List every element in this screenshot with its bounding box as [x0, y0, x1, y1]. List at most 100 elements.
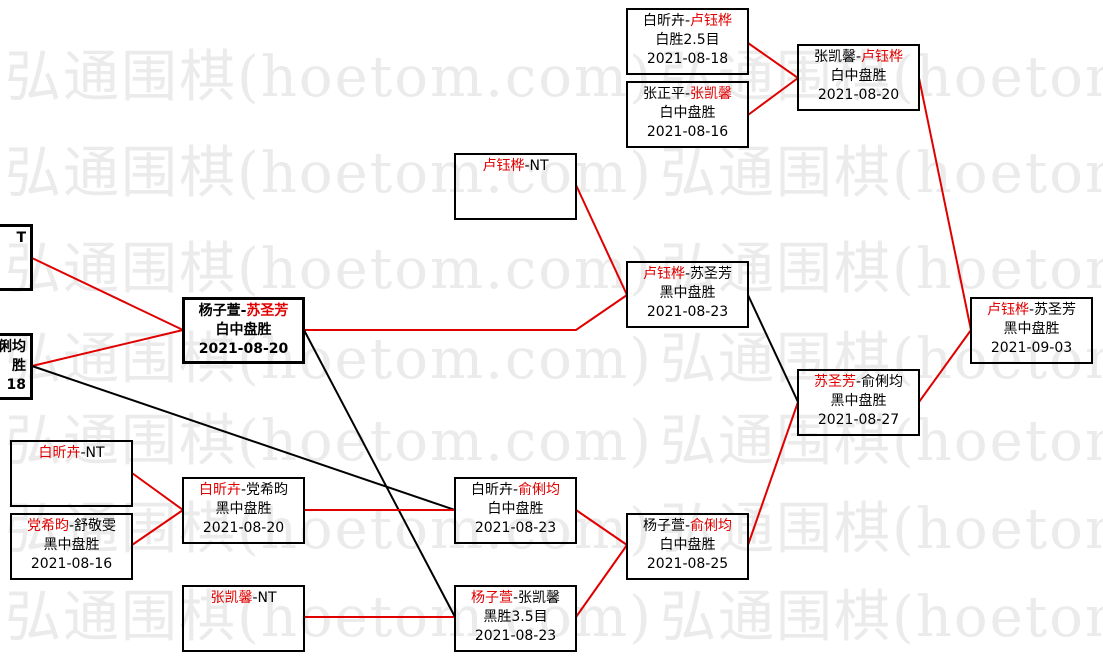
match-players: 杨子萱-张凯馨 — [456, 589, 575, 608]
connector-line — [747, 401, 799, 546]
player-two: 张凯馨 — [518, 590, 561, 606]
match-players: 俐均 — [0, 338, 26, 357]
player-separator: - — [252, 590, 258, 606]
player-one: 卢钰桦 — [642, 266, 685, 282]
match-box[interactable]: 白昕卉-党希昀 黑中盘胜 2021-08-20 — [182, 477, 305, 544]
player-separator: - — [240, 303, 247, 319]
player-one: 白昕卉 — [470, 482, 513, 498]
player-one: 卢钰桦 — [986, 302, 1029, 318]
connector-line — [131, 509, 184, 546]
match-result: 黑中盘胜 — [215, 501, 272, 517]
match-date: 18 — [6, 377, 26, 393]
match-box[interactable]: 卢钰桦-苏圣芳 黑中盘胜 2021-09-03 — [970, 297, 1093, 364]
match-players: 苏圣芳-俞俐均 — [799, 373, 918, 392]
match-players: 卢钰桦-NT — [456, 157, 575, 176]
match-result: 白中盘胜 — [487, 501, 544, 517]
match-box[interactable]: 杨子萱-俞俐均 白中盘胜 2021-08-25 — [626, 513, 749, 580]
connector-line — [31, 365, 456, 511]
match-date: 2021-08-16 — [30, 556, 113, 572]
player-two: T — [16, 230, 26, 246]
match-box[interactable]: T — [0, 224, 33, 291]
player-separator: - — [68, 518, 75, 534]
match-result: 白中盘胜 — [215, 322, 272, 338]
match-result: 黑中盘胜 — [659, 285, 716, 301]
match-date: 2021-08-20 — [817, 87, 900, 103]
watermark-text: 弘通围棋(hoetom.com) — [5, 327, 653, 392]
match-date: 2021-08-20 — [198, 341, 289, 357]
connector-line — [747, 294, 799, 403]
watermark-text: 弘通围棋(hoetom.com) — [660, 585, 1103, 650]
player-two: 卢钰桦 — [690, 13, 733, 29]
connector-line — [747, 77, 799, 116]
match-box[interactable]: 白昕卉-俞俐均 白中盘胜 2021-08-23 — [454, 477, 577, 544]
match-date: 2021-08-23 — [474, 628, 557, 644]
player-separator: - — [684, 86, 691, 102]
match-players: 白昕卉-卢钰桦 — [628, 12, 747, 31]
match-date: 2021-08-23 — [474, 520, 557, 536]
match-date: 2021-08-18 — [646, 51, 729, 67]
match-box[interactable]: 杨子萱-苏圣芳 白中盘胜 2021-08-20 — [182, 297, 305, 364]
player-separator: - — [512, 590, 519, 606]
match-result: 白中盘胜 — [659, 537, 716, 553]
player-two: 俐均 — [0, 339, 26, 355]
match-result: 胜 — [12, 358, 26, 374]
match-date: 2021-08-16 — [646, 124, 729, 140]
match-result: 白中盘胜 — [830, 68, 887, 84]
match-players: 白昕卉-俞俐均 — [456, 481, 575, 500]
player-separator: - — [1028, 302, 1035, 318]
match-box[interactable]: 苏圣芳-俞俐均 黑中盘胜 2021-08-27 — [797, 369, 920, 436]
player-separator: - — [524, 158, 530, 174]
player-separator: - — [240, 482, 247, 498]
player-two: NT — [85, 445, 105, 461]
watermark-text: 弘通围棋(hoetom.com) — [660, 409, 1103, 474]
player-one: 苏圣芳 — [813, 374, 856, 390]
player-two: NT — [529, 158, 549, 174]
match-box[interactable]: 白昕卉-NT — [10, 440, 133, 507]
player-one: 党希昀 — [26, 518, 69, 534]
match-players: 张凯馨-卢钰桦 — [799, 48, 918, 67]
match-box[interactable]: 卢钰桦-苏圣芳 黑中盘胜 2021-08-23 — [626, 261, 749, 328]
match-box[interactable]: 杨子萱-张凯馨 黑胜3.5目 2021-08-23 — [454, 585, 577, 652]
player-separator: - — [684, 518, 691, 534]
match-result: 黑中盘胜 — [830, 393, 887, 409]
player-separator: - — [512, 482, 519, 498]
player-two: 俞俐均 — [690, 518, 733, 534]
connector-line — [918, 329, 972, 403]
connector-line — [575, 509, 628, 546]
watermark-text: 弘通围棋(hoetom.com) — [660, 141, 1103, 206]
match-box[interactable]: 卢钰桦-NT — [454, 153, 577, 220]
connector-line — [304, 294, 628, 331]
player-two: 张凯馨 — [690, 86, 733, 102]
match-date: 2021-08-23 — [646, 304, 729, 320]
match-result: 黑中盘胜 — [43, 537, 100, 553]
player-separator: - — [855, 374, 862, 390]
match-box[interactable]: 张凯馨-NT — [182, 585, 305, 652]
player-two: 舒敬雯 — [74, 518, 117, 534]
match-box[interactable]: 白昕卉-卢钰桦 白胜2.5目 2021-08-18 — [626, 8, 749, 75]
player-two: 俞俐均 — [518, 482, 561, 498]
match-result: 白中盘胜 — [659, 105, 716, 121]
connector-line — [31, 329, 184, 367]
player-one: 张凯馨 — [210, 590, 253, 606]
player-two: 苏圣芳 — [246, 303, 289, 319]
watermark-text: 弘通围棋(hoetom.com) — [660, 497, 1103, 562]
player-two: NT — [257, 590, 277, 606]
match-box[interactable]: 张正平-张凯馨 白中盘胜 2021-08-16 — [626, 81, 749, 148]
connector-line — [131, 472, 184, 511]
watermark-text: 弘通围棋(hoetom.com) — [660, 45, 1103, 110]
player-one: 卢钰桦 — [482, 158, 525, 174]
watermark-text: 弘通围棋(hoetom.com) — [660, 327, 1103, 392]
match-box[interactable]: 党希昀-舒敬雯 黑中盘胜 2021-08-16 — [10, 513, 133, 580]
match-box[interactable]: 张凯馨-卢钰桦 白中盘胜 2021-08-20 — [797, 44, 920, 111]
match-players: 张凯馨-NT — [184, 589, 303, 608]
connector-line — [575, 184, 628, 296]
watermark-text: 弘通围棋(hoetom.com) — [660, 237, 1103, 302]
connector-line — [31, 257, 184, 331]
match-box[interactable]: 俐均 胜 18 — [0, 333, 33, 400]
watermark-text: 弘通围棋(hoetom.com) — [5, 45, 653, 110]
match-players: 杨子萱-苏圣芳 — [185, 302, 302, 321]
player-separator: - — [80, 445, 86, 461]
match-players: 白昕卉-NT — [12, 444, 131, 463]
player-two: 俞俐均 — [861, 374, 904, 390]
